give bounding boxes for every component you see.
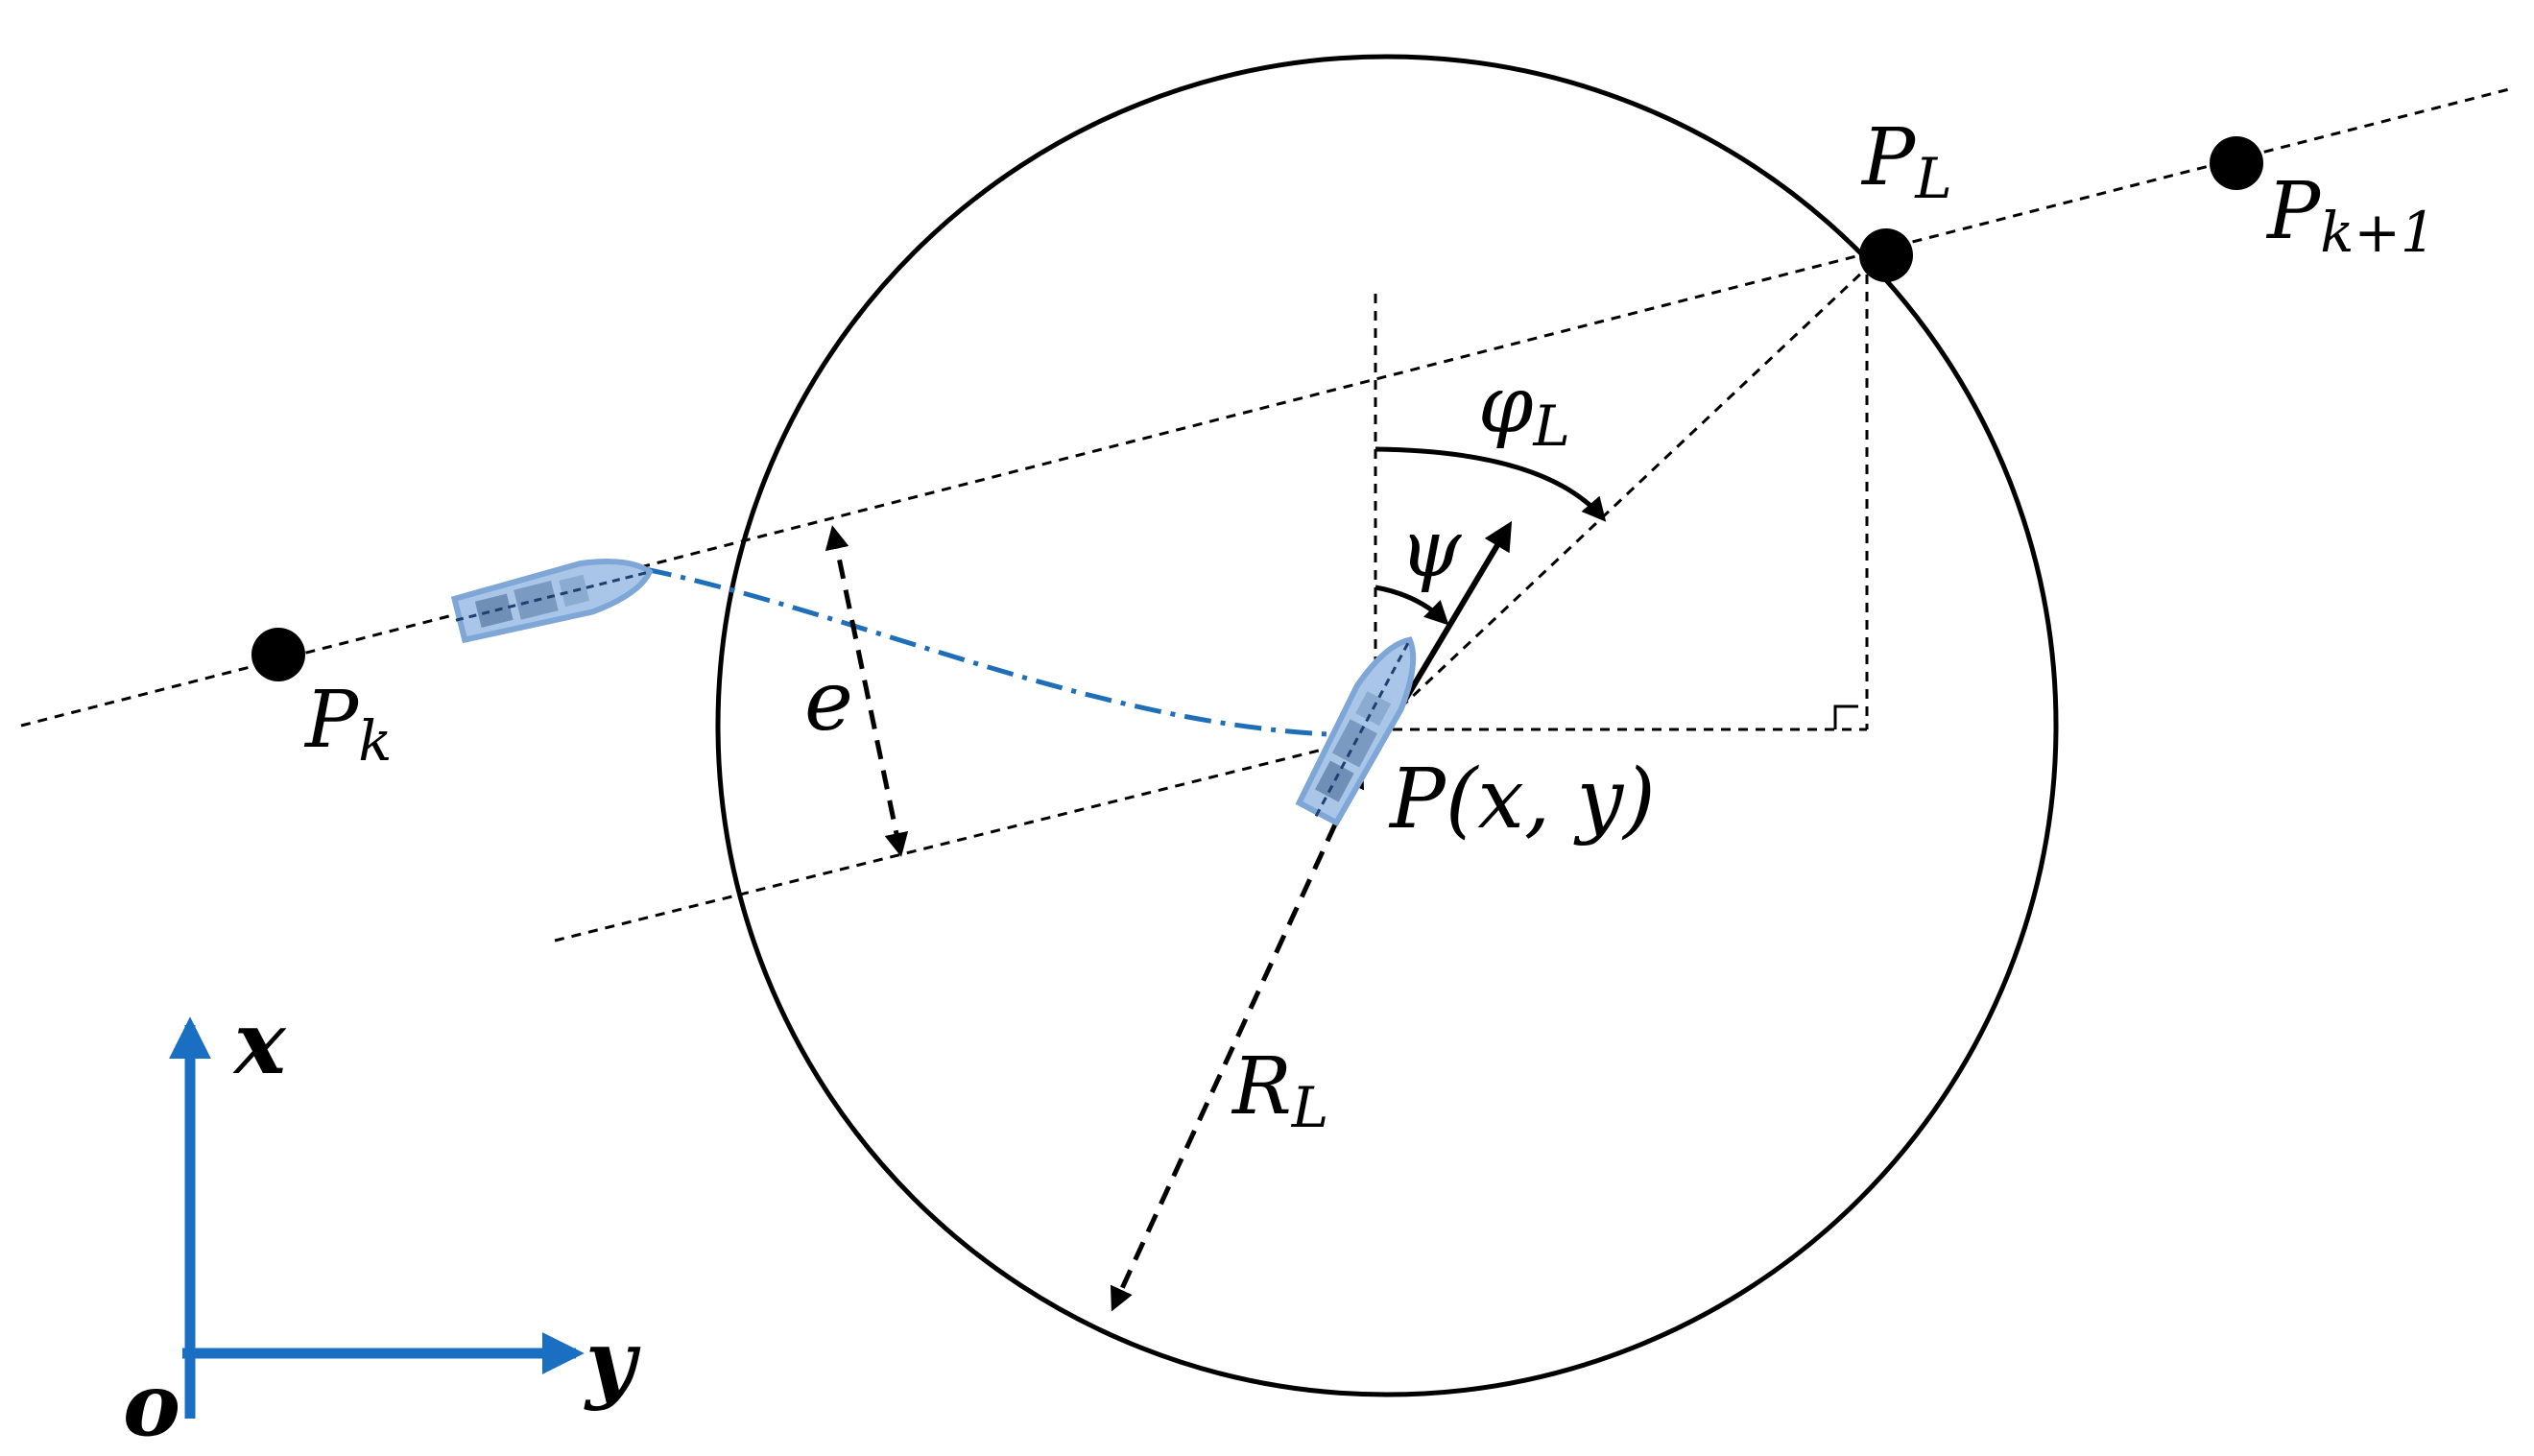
label-phi-l: φL: [1478, 360, 1570, 459]
label-pl: PL: [1860, 112, 1952, 211]
axis-x-label: x: [232, 992, 287, 1094]
label-pk: Pk: [303, 675, 392, 774]
waypoint-pk1: [2210, 136, 2263, 190]
label-p-position: P(x, y): [1388, 752, 1656, 847]
right-angle-marker: [1833, 704, 1858, 729]
axis-y-label: y: [584, 1311, 641, 1413]
waypoint-pl: [1859, 228, 1913, 282]
label-pk1: Pk+1: [2265, 166, 2436, 265]
cross-track-arrow: [825, 525, 909, 857]
path-line: [20, 86, 2514, 728]
waypoint-pk: [251, 628, 305, 681]
boat-icon: [450, 559, 654, 644]
label-psi: ψ: [1399, 504, 1462, 595]
label-rl: RL: [1231, 1041, 1328, 1140]
acceptance-circle: [715, 54, 2059, 1397]
parallel-line: [554, 735, 1374, 943]
boat-trajectory: [644, 566, 1354, 738]
phi-l-arc: [1375, 446, 1607, 522]
label-e: e: [804, 654, 853, 750]
coordinate-axes: x y o: [123, 992, 641, 1456]
radius-arrow: [1110, 763, 1365, 1312]
los-line: [1374, 252, 1883, 733]
psi-arc: [1375, 585, 1449, 626]
origin-label: o: [123, 1354, 180, 1456]
boat-icon: [1295, 636, 1417, 827]
